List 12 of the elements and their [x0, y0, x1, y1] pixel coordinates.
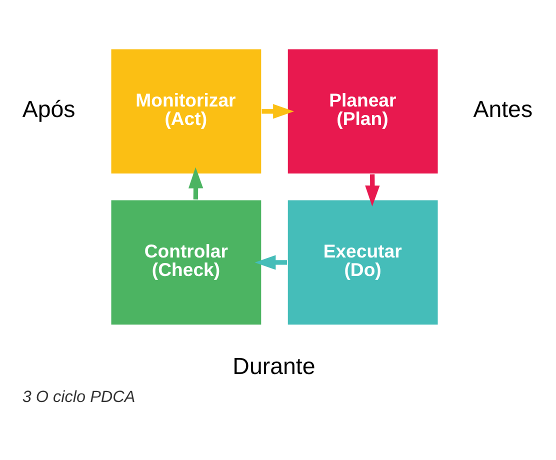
- arrow: [365, 174, 380, 206]
- node-box: Monitorizar (Act): [110, 48, 262, 174]
- arrow: [188, 166, 204, 200]
- label: Antes: [473, 96, 533, 122]
- label: Durante: [232, 352, 316, 379]
- arrow: [262, 104, 294, 118]
- arrow: [254, 254, 288, 270]
- caption: 3 O ciclo PDCA: [22, 388, 136, 406]
- node-box: Planear (Plan): [286, 48, 439, 174]
- node-box: Executar (Do): [286, 198, 439, 326]
- node-box: Controlar (Check): [110, 198, 262, 326]
- label: Após: [22, 96, 76, 122]
